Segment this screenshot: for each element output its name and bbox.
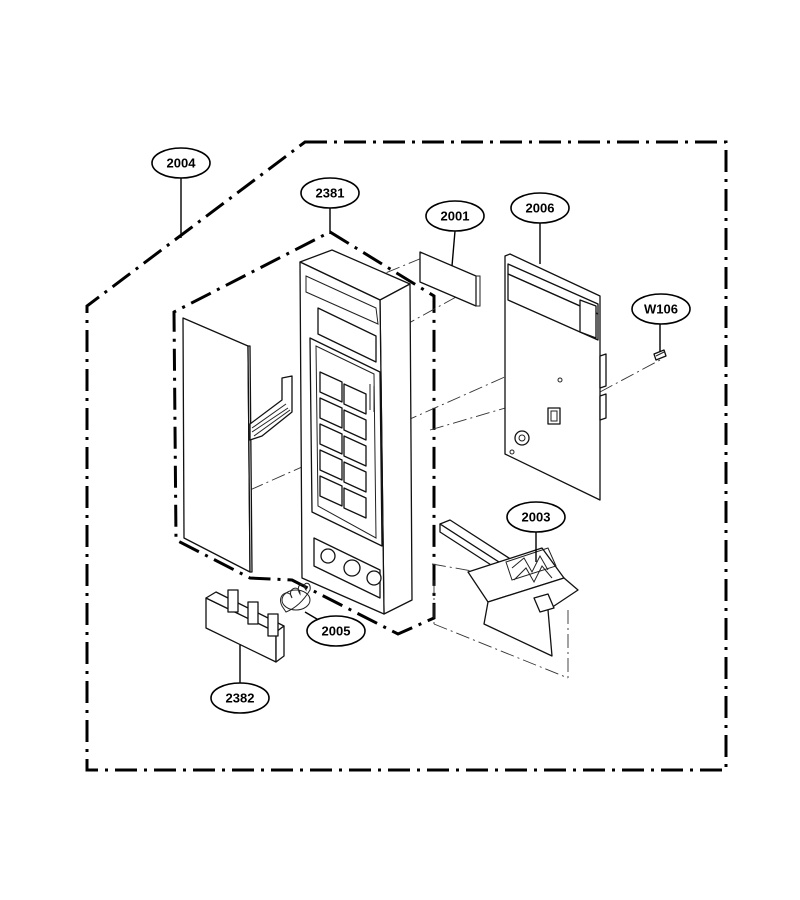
callout-label: W106 [644, 302, 678, 317]
leader-lines [180, 178, 661, 683]
circuit-board [504, 253, 607, 501]
assembly-boundary [85, 140, 728, 772]
callout-label: 2382 [226, 691, 255, 706]
callout-2004: 2004 [151, 147, 211, 179]
keypad-grid [319, 371, 367, 519]
membrane-keypad-sheet [182, 317, 253, 573]
callout-label: 2381 [316, 186, 345, 201]
callout-label: 2003 [522, 510, 551, 525]
spring [280, 582, 311, 613]
callout-2003: 2003 [506, 501, 566, 533]
callout-label: 2004 [167, 156, 197, 171]
callout-w106: W106 [631, 293, 691, 325]
door-button [205, 589, 285, 663]
callout-2006: 2006 [510, 192, 570, 224]
callout-2381: 2381 [300, 177, 360, 209]
ribbon-cable [249, 375, 293, 441]
callout-label: 2005 [322, 624, 351, 639]
control-panel-frame [299, 249, 413, 615]
callout-2001: 2001 [425, 200, 485, 232]
latch-lever [439, 519, 579, 657]
callout-label: 2001 [441, 209, 470, 224]
callout-label: 2006 [526, 201, 555, 216]
panel-boundary [172, 230, 436, 636]
callout-2005: 2005 [306, 615, 366, 647]
display-window [419, 251, 481, 307]
callout-2382: 2382 [210, 682, 270, 714]
